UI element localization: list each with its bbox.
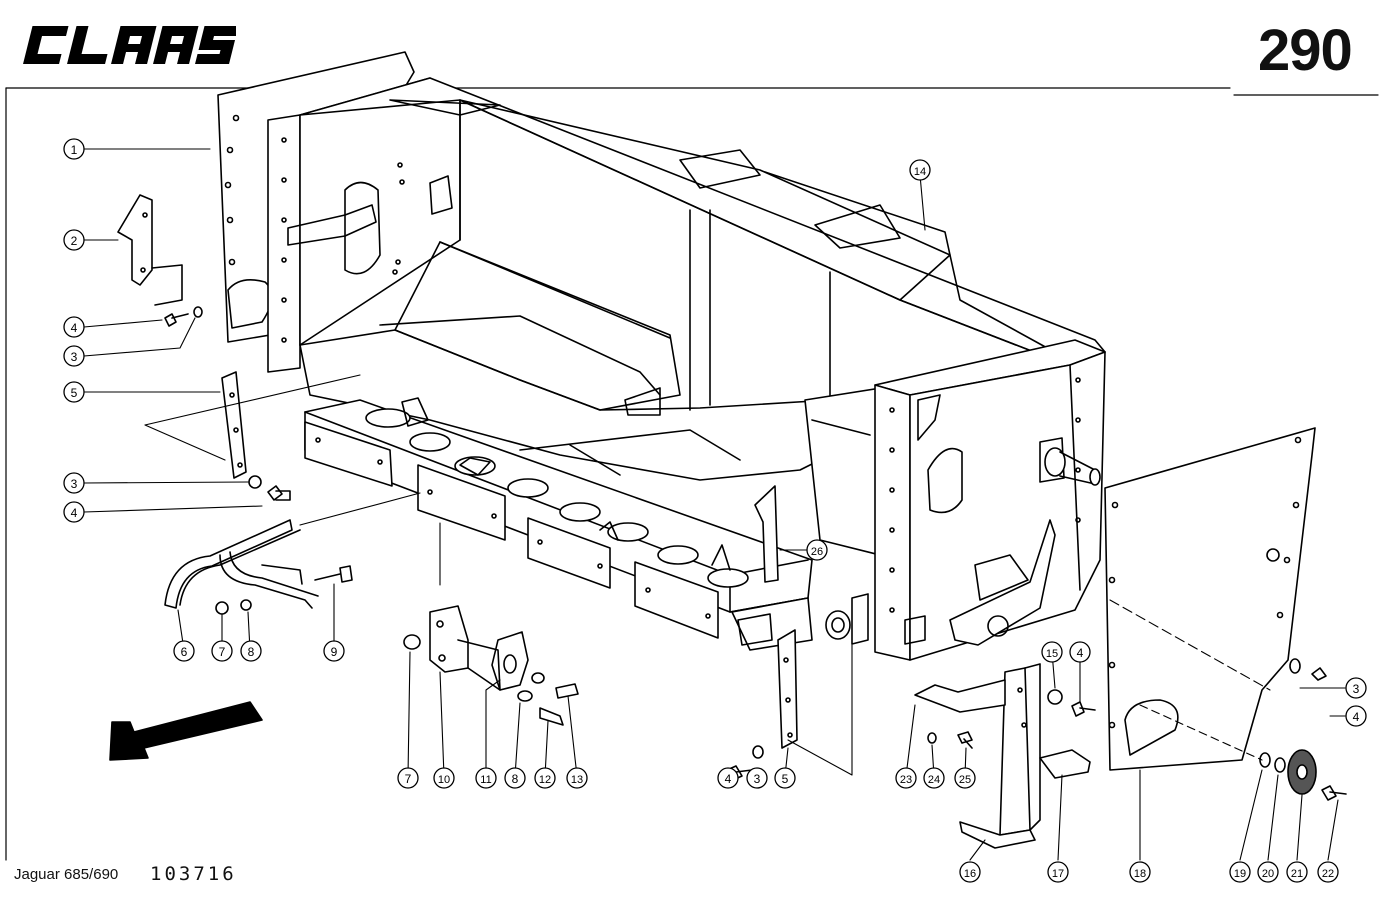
callout-26: 26 [806,539,828,561]
callout-25: 25 [954,767,976,789]
svg-text:3: 3 [71,350,78,364]
bracket-parts-10-11 [403,605,579,726]
callout-19: 19 [1229,861,1251,883]
callout-3: 3 [63,345,85,367]
svg-text:14: 14 [914,166,926,178]
callout-3: 3 [746,767,768,789]
svg-text:9: 9 [331,645,338,659]
travel-direction-arrow [109,701,263,761]
svg-text:7: 7 [219,645,226,659]
callout-11: 11 [475,767,497,789]
main-frame-housing [267,77,1106,661]
callout-3: 3 [1345,677,1367,699]
svg-text:5: 5 [782,772,789,786]
callout-20: 20 [1257,861,1279,883]
callout-7: 7 [211,640,233,662]
screw-part-25 [957,731,973,749]
svg-text:3: 3 [754,772,761,786]
callout-5: 5 [774,767,796,789]
svg-text:12: 12 [539,774,551,786]
page-number: 290 [1258,18,1353,83]
support-bracket-part-16 [949,519,1056,849]
svg-text:8: 8 [512,772,519,786]
svg-text:11: 11 [480,774,491,786]
wheel-assembly-parts-19-22 [1259,658,1347,801]
svg-text:4: 4 [1353,710,1360,724]
callout-4: 4 [63,501,85,523]
svg-text:4: 4 [725,772,732,786]
scraper-part-6 [164,519,353,615]
svg-text:7: 7 [405,772,412,786]
callout-21: 21 [1286,861,1308,883]
callout-markers: 1 2 4 3 5 3 4 6 7 8 9 7 10 11 8 12 13 4 … [63,138,1367,883]
callout-18: 18 [1129,861,1151,883]
callout-3: 3 [63,472,85,494]
svg-text:4: 4 [71,321,78,335]
pin-part-17 [1039,749,1091,779]
svg-text:22: 22 [1322,868,1334,880]
callout-24: 24 [923,767,945,789]
callout-14: 14 [909,159,931,181]
svg-text:4: 4 [1077,646,1084,660]
svg-text:13: 13 [571,774,583,786]
callout-5: 5 [63,381,85,403]
callout-23: 23 [895,767,917,789]
svg-text:23: 23 [900,774,912,786]
svg-text:20: 20 [1262,868,1274,880]
svg-text:15: 15 [1046,648,1058,660]
svg-text:10: 10 [438,774,450,786]
svg-text:21: 21 [1291,868,1303,880]
drawing-number: 103716 [150,863,237,885]
callout-9: 9 [323,640,345,662]
svg-text:6: 6 [181,645,188,659]
callout-17: 17 [1047,861,1069,883]
bolt-and-washer-left [248,475,291,501]
svg-text:17: 17 [1052,868,1064,880]
callout-16: 16 [959,861,981,883]
callout-22: 22 [1317,861,1339,883]
callout-4: 4 [1069,641,1091,663]
svg-text:24: 24 [928,774,940,786]
callout-13: 13 [566,767,588,789]
svg-text:26: 26 [811,546,823,558]
callout-8: 8 [240,640,262,662]
nut-and-bolt-right [1047,689,1096,717]
shield-part-23 [914,679,1006,713]
callout-15: 15 [1041,641,1063,663]
right-side-plate [1104,427,1316,771]
callout-10: 10 [433,767,455,789]
callout-7: 7 [397,767,419,789]
callout-2: 2 [63,229,85,251]
callout-4: 4 [63,316,85,338]
svg-text:3: 3 [1353,682,1360,696]
svg-text:3: 3 [71,477,78,491]
svg-text:4: 4 [71,506,78,520]
callout-4: 4 [1345,705,1367,727]
svg-text:25: 25 [959,774,971,786]
svg-text:1: 1 [71,143,78,157]
svg-text:19: 19 [1234,868,1246,880]
wear-strip-part-5-left [221,371,247,479]
callout-1: 1 [63,138,85,160]
svg-text:5: 5 [71,386,78,400]
svg-text:8: 8 [248,645,255,659]
bracket-part-26 [754,485,779,583]
callout-8: 8 [504,767,526,789]
washer-part-24 [927,732,937,744]
callout-4: 4 [717,767,739,789]
perforated-cross-beam [304,397,926,651]
callout-6: 6 [173,640,195,662]
model-name: Jaguar 685/690 [14,866,119,883]
svg-text:2: 2 [71,234,78,248]
callout-12: 12 [534,767,556,789]
bolt-and-washer-upper-left [164,306,203,327]
svg-text:16: 16 [964,868,976,880]
claas-logo [23,26,236,64]
svg-text:18: 18 [1134,868,1146,880]
bracket-part-2 [117,194,183,306]
